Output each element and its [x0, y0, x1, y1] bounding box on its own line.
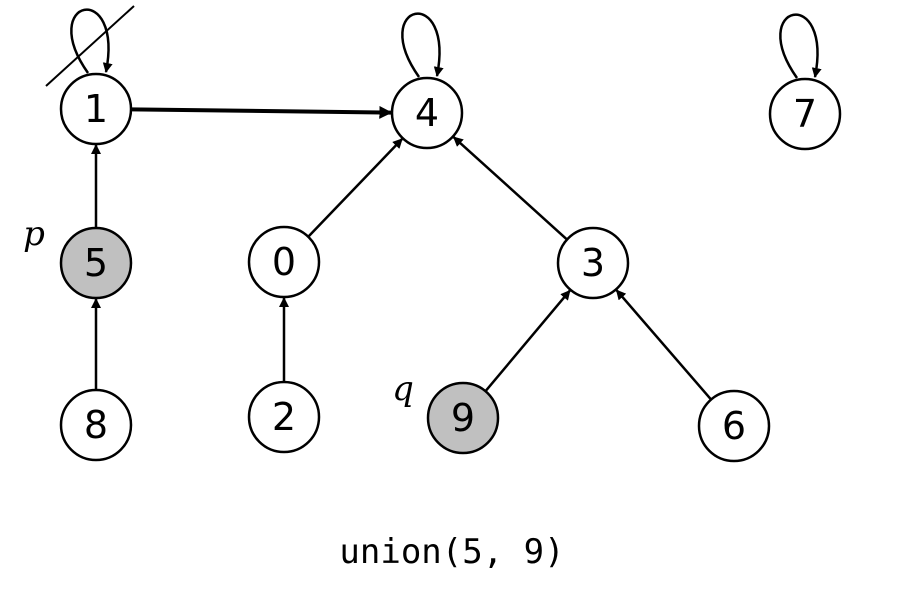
node-7-label: 7	[793, 92, 817, 136]
node-7: 7	[768, 77, 842, 151]
self-loop-1	[70, 8, 113, 74]
edge-0-to-4	[307, 138, 403, 238]
node-1-label: 1	[84, 87, 108, 131]
pointer-labels: pq	[23, 214, 414, 409]
edge-6-to-3	[615, 289, 713, 401]
node-9-circle	[426, 381, 500, 455]
node-2-label: 2	[272, 395, 296, 439]
node-1: 1	[59, 72, 133, 146]
node-3-label: 3	[581, 241, 605, 285]
parent-edges	[91, 105, 713, 401]
self-loop-7	[779, 13, 822, 79]
node-6-circle	[697, 389, 771, 463]
node-4-circle	[390, 76, 464, 150]
pointer-label-p: p	[23, 214, 45, 254]
node-4: 4	[390, 76, 464, 150]
node-0: 0	[247, 225, 321, 299]
node-4-label: 4	[415, 91, 439, 135]
node-3: 3	[556, 226, 630, 300]
edge-1-to-4	[130, 105, 393, 119]
node-6: 6	[697, 389, 771, 463]
node-5-circle	[59, 226, 133, 300]
node-0-label: 0	[272, 240, 296, 284]
node-8: 8	[59, 388, 133, 462]
node-0-circle	[247, 225, 321, 299]
self-loop-1-strike	[45, 5, 135, 87]
pointer-label-q: q	[392, 369, 414, 409]
node-9-label: 9	[451, 396, 475, 440]
node-2-circle	[247, 380, 321, 454]
node-8-label: 8	[84, 403, 108, 447]
node-3-circle	[556, 226, 630, 300]
nodes: 1 4 7 5 0 3 8 2 9 6	[59, 72, 842, 463]
caption: union(5, 9)	[339, 532, 565, 572]
self-loop-4	[401, 12, 444, 78]
node-5-label: 5	[84, 241, 108, 285]
edge-3-to-4	[452, 136, 568, 241]
node-6-label: 6	[722, 404, 746, 448]
self-loops	[45, 5, 822, 87]
node-1-circle	[59, 72, 133, 146]
edge-9-to-3	[484, 289, 571, 392]
node-7-circle	[768, 77, 842, 151]
node-8-circle	[59, 388, 133, 462]
node-5: 5	[59, 226, 133, 300]
node-2: 2	[247, 380, 321, 454]
node-9: 9	[426, 381, 500, 455]
